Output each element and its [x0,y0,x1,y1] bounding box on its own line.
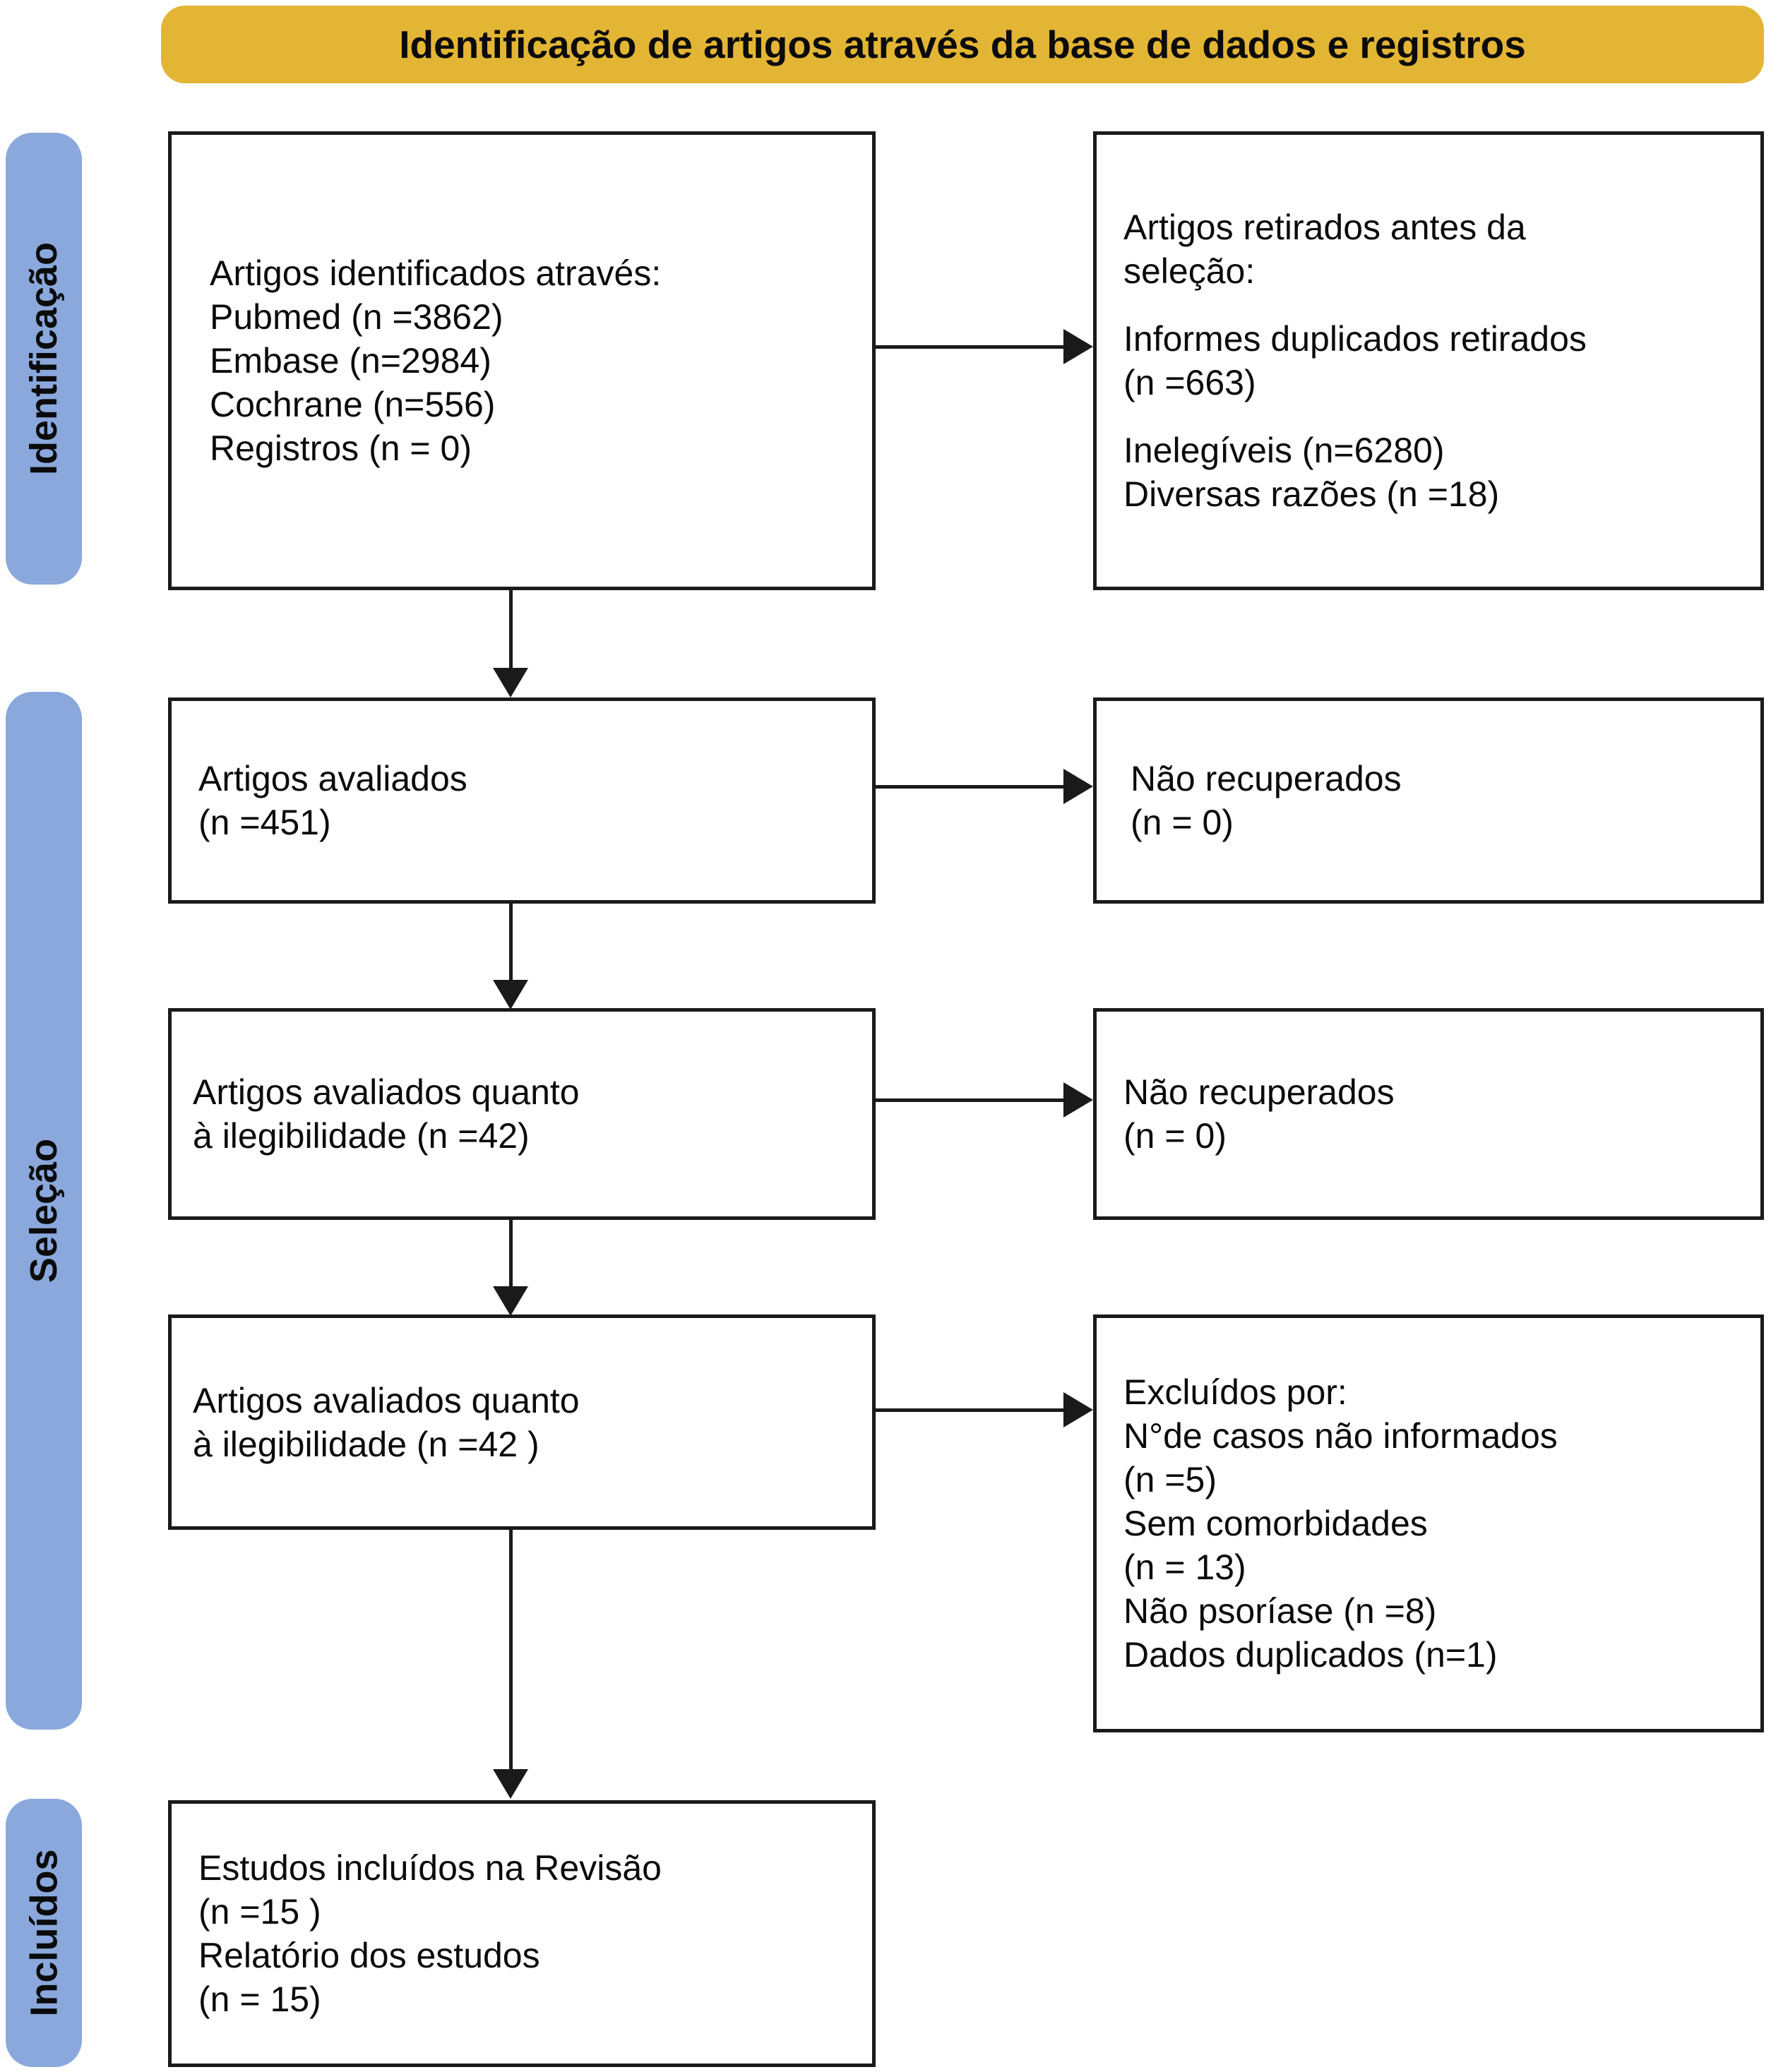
diagram-title: Identificação de artigos através da base… [399,23,1526,66]
box-line: Artigos avaliados quanto [193,1072,580,1112]
diagram-header-banner: Identificação de artigos através da base… [161,6,1764,83]
box-line: à ilegibilidade (n =42) [193,1116,530,1156]
stage-band-identificacao: Identificação [6,133,82,585]
box-artigos-avaliados: Artigos avaliados (n =451) [168,697,876,904]
box-line: (n = 13) [1123,1547,1246,1587]
box-line: (n = 0) [1131,803,1234,842]
arrowhead-down-elegibilidade-1-elegibilidade-2 [493,1286,528,1316]
box-line: (n =5) [1123,1460,1217,1499]
stage-band-selecao: Seleção [6,692,82,1730]
box-line: Estudos incluídos na Revisão [198,1848,662,1888]
box-artigos-identificados: Artigos identificados através: Pubmed (n… [168,131,876,590]
arrowhead-down-elegibilidade-2-incluidos [493,1769,528,1799]
stage-band-incluidos: Incluídos [6,1799,82,2067]
box-line: Dados duplicados (n=1) [1123,1635,1498,1675]
box-line: Inelegíveis (n=6280) [1123,431,1445,470]
arrowhead-right-avaliados-nao-recuperados-1 [1063,769,1093,804]
connector-elegibilidade-2-to-incluidos [509,1530,513,1770]
connector-avaliados-to-elegibilidade-1 [509,904,513,981]
arrowhead-down-identificados-avaliados [493,668,528,697]
box-line: (n =451) [198,803,331,842]
stage-label-identificacao: Identificação [23,241,65,476]
box-line: Relatório dos estudos [198,1936,540,1975]
box-line: Artigos avaliados [198,759,467,798]
arrowhead-right-elegibilidade-1-nao-recuperados-2 [1063,1082,1093,1118]
box-line: Não recuperados [1131,759,1402,798]
connector-elegibilidade-1-to-elegibilidade-2 [509,1220,513,1288]
box-line: à ilegibilidade (n =42 ) [193,1424,539,1464]
box-avaliados-ilegibilidade-2: Artigos avaliados quanto à ilegibilidade… [168,1315,876,1530]
box-nao-recuperados-2: Não recuperados (n = 0) [1093,1008,1764,1220]
box-line: Pubmed (n =3862) [210,297,503,337]
box-nao-recuperados-1: Não recuperados (n = 0) [1093,697,1764,904]
box-line: Embase (n=2984) [210,341,491,381]
box-line: Excluídos por: [1123,1372,1347,1412]
box-line: (n = 15) [198,1980,321,2019]
arrowhead-right-elegibilidade-2-excluidos [1063,1392,1093,1427]
box-line: Artigos identificados através: [210,253,662,293]
box-line-spacer [1123,405,1736,429]
box-line: (n =15 ) [198,1892,321,1932]
box-line: Artigos avaliados quanto [193,1380,580,1420]
box-line: Diversas razões (n =18) [1123,474,1500,514]
arrowhead-right-identificados-retirados [1063,329,1093,364]
box-line: Artigos retirados antes da [1123,208,1526,247]
box-line: N°de casos não informados [1123,1416,1558,1456]
box-line: seleção: [1123,251,1256,291]
connector-elegibilidade-2-to-excluidos [876,1408,1063,1412]
connector-identificados-to-retirados [876,345,1063,349]
box-line: Informes duplicados retirados [1123,319,1587,359]
box-line: Registros (n = 0) [210,429,472,468]
box-line: (n =663) [1123,363,1256,402]
box-avaliados-ilegibilidade-1: Artigos avaliados quanto à ilegibilidade… [168,1008,876,1220]
box-line: Sem comorbidades [1123,1504,1428,1543]
box-line: Não recuperados [1123,1072,1395,1112]
box-artigos-retirados: Artigos retirados antes da seleção: Info… [1093,131,1764,590]
stage-label-incluidos: Incluídos [23,1849,66,2017]
box-line-spacer [1123,293,1736,317]
box-estudos-incluidos: Estudos incluídos na Revisão (n =15 ) Re… [168,1800,876,2067]
stage-label-selecao: Seleção [23,1138,66,1283]
connector-elegibilidade-1-to-nao-recuperados-2 [876,1098,1063,1102]
box-line: Não psoríase (n =8) [1123,1591,1437,1631]
connector-identificados-to-avaliados [509,590,513,669]
box-excluidos-por: Excluídos por: N°de casos não informados… [1093,1315,1764,1732]
box-line: (n = 0) [1123,1116,1227,1156]
connector-avaliados-to-nao-recuperados-1 [876,785,1063,789]
box-line: Cochrane (n=556) [210,385,496,424]
arrowhead-down-avaliados-elegibilidade-1 [493,980,528,1010]
